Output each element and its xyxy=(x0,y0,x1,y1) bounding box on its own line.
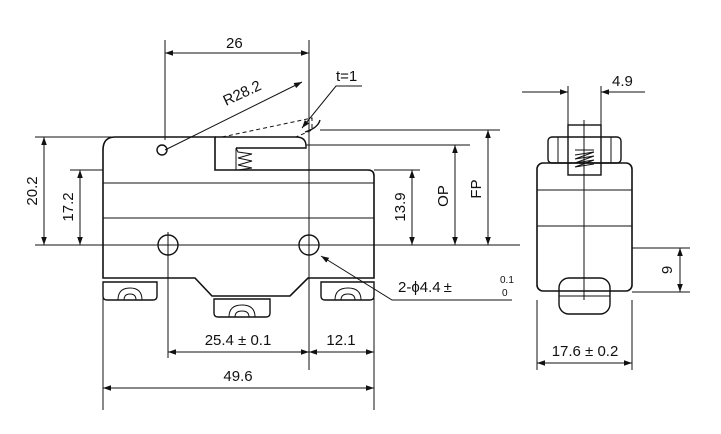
dim-plunger-width: 4.9 xyxy=(612,73,633,90)
terminal-right xyxy=(320,281,375,301)
dim-height-total: 20.2 xyxy=(24,176,41,205)
side-view: 4.9 9 17.6 ± 0.2 xyxy=(522,73,690,370)
dim-hole-spacing: 25.4 ± 0.1 xyxy=(205,332,272,349)
lever-arm-dashed xyxy=(221,117,313,138)
switch-housing xyxy=(102,136,375,297)
dim-lever-thickness: t=1 xyxy=(336,68,357,85)
dim-hole-tol-lower: 0 xyxy=(502,288,508,299)
dim-height-body: 17.2 xyxy=(60,192,77,221)
dim-free-position: FP xyxy=(468,179,485,198)
dim-height-mount: 13.9 xyxy=(392,192,409,221)
dim-operating-position: OP xyxy=(435,185,452,207)
dim-side-width: 17.6 ± 0.2 xyxy=(552,343,619,360)
dim-lever-radius: R28.2 xyxy=(221,77,264,109)
plunger-spring xyxy=(235,147,253,171)
terminal-left xyxy=(102,281,158,301)
dim-side-height: 9 xyxy=(659,266,676,274)
dim-hole-spec: 2-ϕ4.4± xyxy=(398,279,452,296)
terminal-center xyxy=(213,298,271,318)
dim-overall-length: 49.6 xyxy=(223,368,252,385)
lever-arm xyxy=(215,136,307,149)
dim-top-width: 26 xyxy=(226,35,243,52)
dim-hole-tol-upper: 0.1 xyxy=(500,275,514,286)
lever-pivot-hole xyxy=(156,144,168,156)
dim-hole-to-end: 12.1 xyxy=(326,332,355,349)
front-view: 26 R28.2 t=1 20.2 17.2 13.9 OP FP 2-ϕ4.4… xyxy=(24,35,520,410)
